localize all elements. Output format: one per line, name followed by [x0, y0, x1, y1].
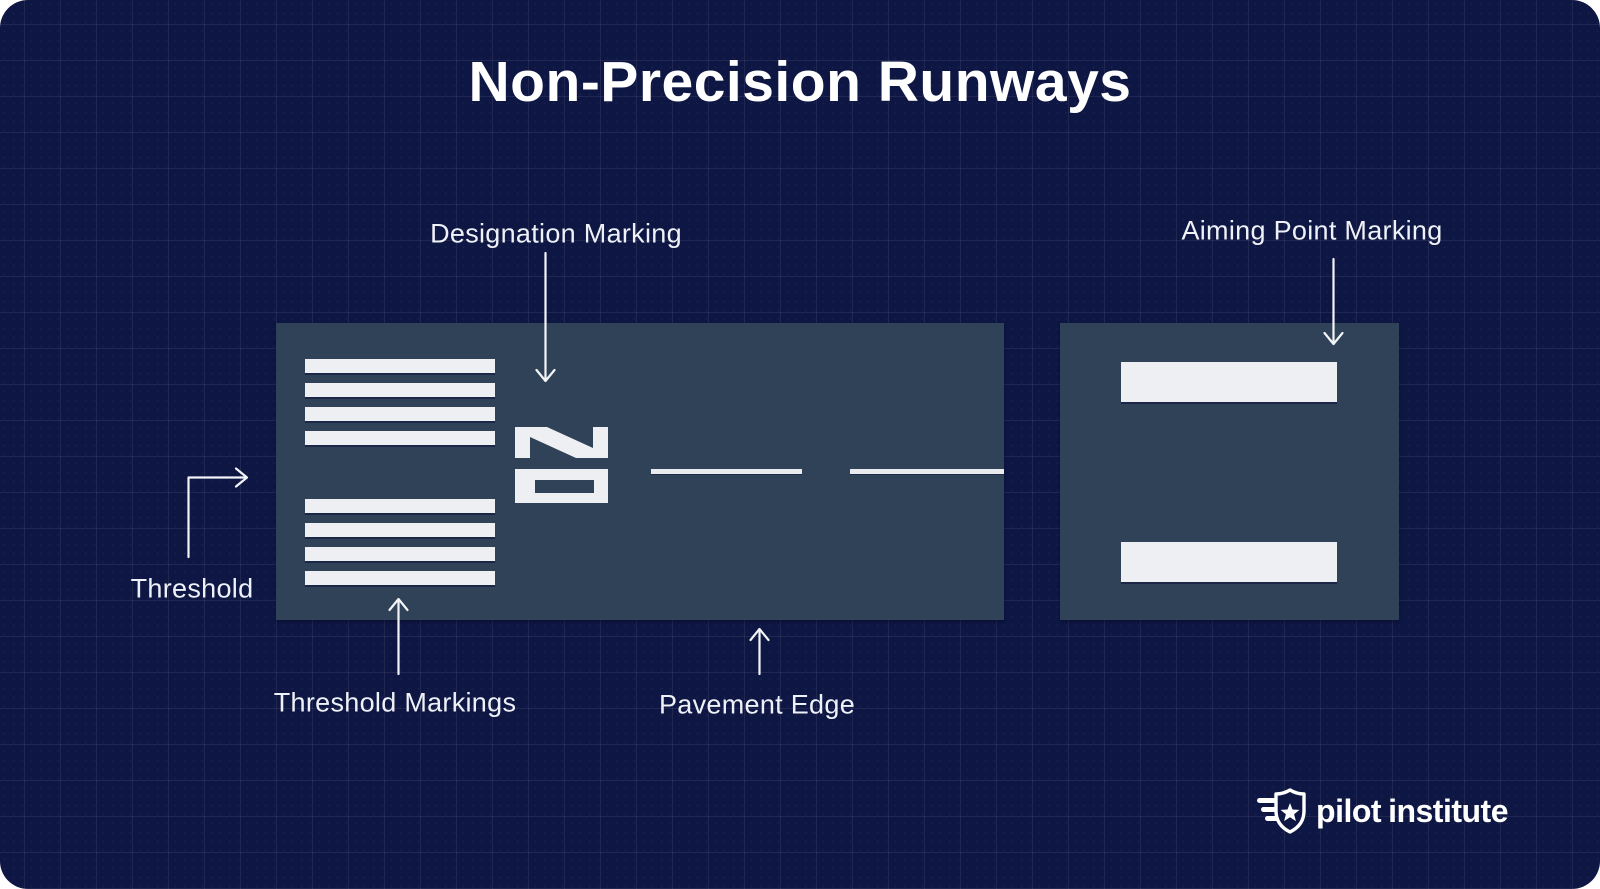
threshold-stripe [305, 431, 495, 445]
runway-pavement [276, 323, 1004, 620]
runway-pavement-aiming-section [1060, 323, 1399, 620]
runway-designation-number [515, 427, 608, 503]
label-designation-marking: Designation Marking [430, 218, 682, 249]
threshold-markings-group-top [305, 359, 495, 445]
logo-word-institute: institute [1388, 793, 1508, 829]
threshold-stripe [305, 547, 495, 561]
pilot-institute-logo: pilot institute [1257, 787, 1508, 835]
threshold-stripe [305, 407, 495, 421]
centerline-dash [850, 469, 1004, 474]
aiming-point-bar [1121, 542, 1337, 582]
threshold-markings-group-bottom [305, 499, 495, 585]
threshold-elbow-arrow [187, 467, 249, 559]
threshold-stripe [305, 523, 495, 537]
threshold-stripe [305, 571, 495, 585]
centerline-dash [651, 469, 802, 474]
label-threshold-markings: Threshold Markings [273, 687, 517, 718]
page-title: Non-Precision Runways [468, 50, 1132, 114]
label-aiming-point-marking: Aiming Point Marking [1181, 215, 1443, 246]
label-threshold: Threshold [130, 573, 254, 604]
threshold-stripe [305, 359, 495, 373]
logo-word-pilot: pilot [1316, 793, 1382, 829]
winged-shield-star-icon [1257, 788, 1306, 834]
pavement-edge-arrow [749, 627, 770, 676]
threshold-stripe [305, 383, 495, 397]
threshold-stripe [305, 499, 495, 513]
aiming-point-bar [1121, 362, 1337, 402]
label-pavement-edge: Pavement Edge [658, 689, 856, 720]
